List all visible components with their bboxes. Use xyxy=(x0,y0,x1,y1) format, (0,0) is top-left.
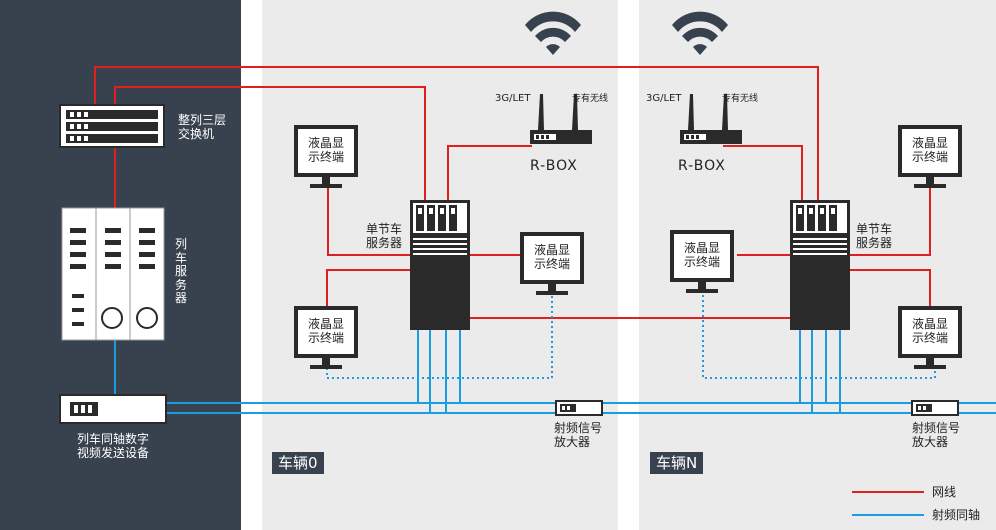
rf-amplifier-0 xyxy=(555,400,603,416)
network-links xyxy=(94,66,931,319)
network-link-display-nc xyxy=(850,269,931,306)
network-link-display-nb xyxy=(850,186,931,256)
car-server-n xyxy=(790,200,850,330)
display-label-nc: 液晶显 示终端 xyxy=(911,317,948,345)
network-link-rbox-0 xyxy=(447,145,532,200)
rbox-label-0: R-BOX xyxy=(530,158,578,174)
car-server-label-0: 单节车 服务器 xyxy=(366,222,403,250)
display-label-na: 液晶显 示终端 xyxy=(683,241,720,269)
vehicle-0-label: 车辆0 xyxy=(272,452,324,474)
car-server-0 xyxy=(410,200,470,330)
wifi-icon xyxy=(672,11,728,55)
rf-display-feeds xyxy=(326,290,936,379)
train-server-label: 列车服务器 xyxy=(174,237,187,305)
legend-network-swatch xyxy=(852,491,924,493)
network-link-display-0b xyxy=(326,269,411,306)
antenna-right-label-n: 专有无线 xyxy=(722,94,759,104)
switch-label: 整列三层 交换机 xyxy=(178,113,227,141)
coax-video-transmitter xyxy=(59,394,167,424)
car-server-label-n: 单节车 服务器 xyxy=(856,222,893,250)
rf-amplifier-n xyxy=(911,400,959,416)
display-label-0b: 液晶显 示终端 xyxy=(307,317,344,345)
antenna-left-label-0: 3G/LET xyxy=(495,93,531,104)
network-link-display-0a xyxy=(327,186,411,256)
layer3-switch xyxy=(59,104,165,148)
rbox-label-n: R-BOX xyxy=(678,158,726,174)
display-label-nb: 液晶显 示终端 xyxy=(911,136,948,164)
legend-network-label: 网线 xyxy=(932,485,957,499)
amplifier-label-n: 射频信号 放大器 xyxy=(912,421,961,449)
network-link-switch-to-vehicle-0 xyxy=(114,86,426,200)
legend-rf-swatch xyxy=(852,514,924,516)
wifi-icon xyxy=(525,11,581,55)
antenna-left-label-n: 3G/LET xyxy=(646,93,682,104)
network-link-rbox-n xyxy=(723,145,803,200)
antenna-right-label-0: 专有无线 xyxy=(572,94,609,104)
legend-rf-label: 射频同轴 xyxy=(932,508,981,522)
amplifier-label-0: 射频信号 放大器 xyxy=(554,421,603,449)
vehicle-n-label: 车辆N xyxy=(650,452,704,474)
train-server xyxy=(61,207,165,341)
display-label-0a: 液晶显 示终端 xyxy=(307,136,344,164)
transmitter-label: 列车同轴数字 视频发送设备 xyxy=(76,432,149,460)
network-link-switch-to-vehicle-n xyxy=(94,66,819,200)
display-label-0c: 液晶显 示终端 xyxy=(533,243,570,271)
